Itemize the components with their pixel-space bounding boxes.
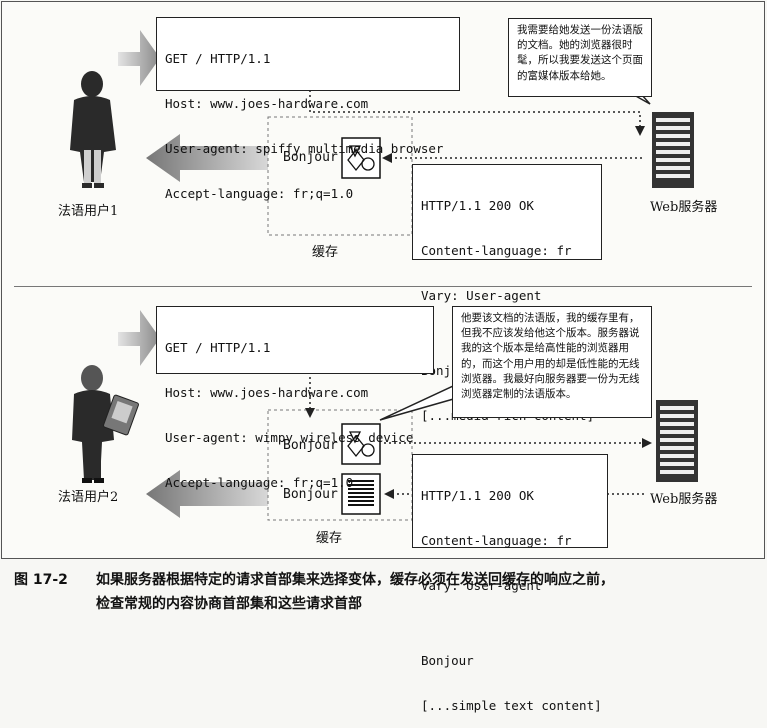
- cache-document-label-2b: Bonjour: [283, 487, 338, 502]
- caption-line1: 如果服务器根据特定的请求首部集来选择变体，缓存必须在发送回缓存的响应之前，: [96, 572, 614, 588]
- server-thought-bubble-1: 我需要给她发送一份法语版的文档。她的浏览器很时髦，所以我要发送这个页面的富媒体版…: [508, 18, 652, 97]
- shapes-document-icon-1: [341, 137, 381, 179]
- server1-icon: [652, 112, 694, 188]
- request-headers-1: GET / HTTP/1.1 Host: www.joes-hardware.c…: [156, 17, 460, 201]
- cache-label-2: 缓存: [316, 531, 343, 546]
- request-line: Host: www.joes-hardware.com: [165, 385, 369, 400]
- response-line: Vary: User-agent: [421, 578, 542, 593]
- request-arrow-1: [118, 30, 160, 86]
- response-arrow-2: [146, 470, 268, 518]
- cache-label-1: 缓存: [312, 245, 339, 260]
- diagram-graphics: [70, 30, 698, 521]
- response-line: Vary: User-agent: [421, 288, 542, 303]
- server-label-2: Web服务器: [650, 492, 718, 507]
- response-line: Content-language: fr: [421, 533, 572, 548]
- figure-caption: 图 17-2 如果服务器根据特定的请求首部集来选择变体，缓存必须在发送回缓存的响应…: [14, 568, 759, 616]
- response-line: HTTP/1.1 200 OK: [421, 488, 534, 503]
- response-line: Bonjour: [421, 653, 474, 668]
- user1-figure: [70, 71, 116, 188]
- response-line: HTTP/1.1 200 OK: [421, 198, 534, 213]
- user2-figure: [72, 365, 139, 483]
- response-line: Content-language: fr: [421, 243, 572, 258]
- shapes-document-icon-2: [341, 423, 381, 465]
- request-arrow-2: [118, 310, 160, 366]
- caption-line2: 检查常规的内容协商首部集和这些请求首部: [96, 596, 362, 612]
- request-line: GET / HTTP/1.1: [165, 340, 271, 355]
- request-line: User-agent: wimpy wireless device: [165, 430, 414, 445]
- figure-number: 图 17-2: [14, 572, 68, 588]
- cache-document-label-1: Bonjour: [283, 150, 338, 165]
- user1-label: 法语用户1: [58, 204, 119, 219]
- request-line: GET / HTTP/1.1: [165, 51, 271, 66]
- request-line: Accept-language: fr;q=1.0: [165, 186, 354, 201]
- response-arrow-1: [146, 134, 268, 182]
- cache-boundary-1: [267, 116, 413, 236]
- request-line: User-agent: spiffy multimedia browser: [165, 141, 444, 156]
- cache-thought-bubble: 他要该文档的法语版，我的缓存里有，但我不应该发给他这个版本。服务器说我的这个版本…: [452, 306, 652, 418]
- response-line: [...simple text content]: [421, 698, 602, 713]
- server2-icon: [656, 400, 698, 482]
- request-headers-2: GET / HTTP/1.1 Host: www.joes-hardware.c…: [156, 306, 434, 490]
- user2-label: 法语用户2: [58, 490, 119, 505]
- text-document-icon: [341, 473, 381, 515]
- cache-document-label-2a: Bonjour: [283, 438, 338, 453]
- response-headers-2: HTTP/1.1 200 OK Content-language: fr Var…: [412, 454, 608, 713]
- request-line: Accept-language: fr;q=1.0: [165, 475, 354, 490]
- panel-divider: [14, 286, 752, 287]
- request-path-1: [309, 90, 641, 128]
- server-label-1: Web服务器: [650, 200, 718, 215]
- response-headers-1: HTTP/1.1 200 OK Content-language: fr Var…: [412, 164, 602, 423]
- request-line: Host: www.joes-hardware.com: [165, 96, 369, 111]
